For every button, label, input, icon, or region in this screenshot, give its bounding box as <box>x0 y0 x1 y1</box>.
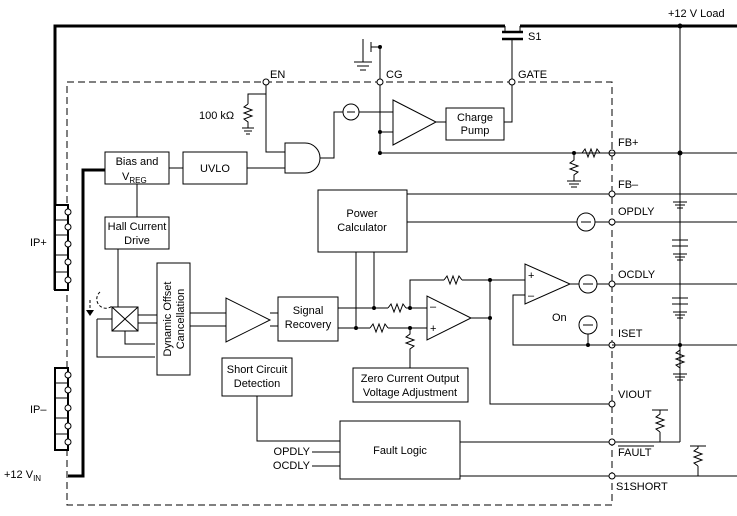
ip-plus-conductor <box>54 204 72 291</box>
power-calculator-line1: Power <box>346 208 378 220</box>
oc-comparator-minus: – <box>528 290 535 302</box>
charge-pump-line2: Pump <box>461 125 490 137</box>
opdly-capacitor <box>672 222 688 261</box>
signal-line2: Recovery <box>285 319 332 331</box>
bias-line2: VREG <box>122 171 147 185</box>
gate-driver-comparator <box>392 99 438 146</box>
oc-comparator-plus: + <box>528 270 534 282</box>
zero-line2: Voltage Adjustment <box>363 387 457 399</box>
hall-line2: Drive <box>124 235 150 247</box>
dynamic-offset-cancellation-block <box>156 262 191 376</box>
zero-current-adjustment-block <box>352 367 469 403</box>
fault-pullup <box>652 409 668 442</box>
en-wire <box>265 85 285 153</box>
ocdly-label: OCDLY <box>618 269 656 281</box>
magnetic-field-icon <box>86 291 113 316</box>
bias-line1: Bias and <box>116 156 159 168</box>
ocdly-pin[interactable] <box>608 280 616 288</box>
short-line1: Short Circuit <box>227 364 288 376</box>
fb-minus-label: FB– <box>618 179 639 191</box>
fb-divider <box>567 147 680 188</box>
fb-plus-label: FB+ <box>618 137 638 149</box>
s1-mosfet <box>502 26 523 80</box>
en-resistor <box>242 85 267 135</box>
cg-capacitor <box>354 39 382 80</box>
charge-pump-block <box>445 107 505 141</box>
iset-wire <box>512 294 612 346</box>
opdly-label: OPDLY <box>618 206 655 218</box>
supply-in-label: +12 VIN <box>4 469 41 483</box>
ip-minus-label: IP– <box>30 404 47 416</box>
cg-label: CG <box>386 69 403 81</box>
en-resistor-value: 100 kΩ <box>199 110 234 122</box>
power-calculator-line2: Calculator <box>337 222 387 234</box>
iset-label: ISET <box>618 328 643 340</box>
opdly-pin[interactable] <box>608 218 616 226</box>
gate-pin[interactable] <box>508 78 516 86</box>
viout-pin[interactable] <box>608 400 616 408</box>
fb-minus-ground <box>673 194 687 209</box>
signal-line1: Signal <box>293 305 324 317</box>
hall-current-drive-block <box>104 216 170 250</box>
signal-wires <box>338 252 492 368</box>
fault-pin[interactable] <box>608 438 616 446</box>
on-label: On <box>552 312 567 324</box>
en-label: EN <box>270 69 285 81</box>
viout-label: VIOUT <box>618 389 652 401</box>
fault-in-opdly: OPDLY <box>274 446 311 458</box>
short-circuit-detection-block <box>221 357 293 397</box>
and-output-wire <box>320 111 343 159</box>
fault-logic-label: Fault Logic <box>373 445 427 457</box>
s1short-pullup <box>690 445 706 476</box>
hall-loop-wire <box>96 319 155 358</box>
op-amp-minus: – <box>430 301 437 313</box>
op-amp-plus: + <box>430 323 436 335</box>
short-line2: Detection <box>234 378 280 390</box>
power-calculator-block <box>317 189 408 253</box>
dyn-line1: Dynamic Offset <box>162 282 174 357</box>
signal-recovery-block <box>277 296 339 342</box>
fault-in-ocdly: OCDLY <box>273 460 311 472</box>
gate-label: GATE <box>518 69 547 81</box>
en-pin[interactable] <box>262 78 270 86</box>
cg-pin[interactable] <box>376 78 384 86</box>
iset-resistor <box>612 343 737 381</box>
short-to-fault-wire <box>256 396 340 442</box>
hall-amplifier <box>225 297 272 343</box>
fault-label: FAULT <box>618 447 652 459</box>
overcurrent-comparator <box>524 263 572 305</box>
fault-logic-block <box>339 420 461 480</box>
charge-pump-line1: Charge <box>457 112 493 124</box>
s1-label: S1 <box>528 31 541 43</box>
s1short-pin[interactable] <box>608 472 616 480</box>
viout-wire <box>489 318 612 405</box>
ip-plus-label: IP+ <box>30 237 47 249</box>
zero-line1: Zero Current Output <box>361 373 459 385</box>
fb-minus-pin[interactable] <box>608 190 616 198</box>
dyn-line2: Cancellation <box>175 289 187 350</box>
s1short-label: S1SHORT <box>616 481 668 493</box>
charge-pump-to-gate <box>504 85 513 123</box>
uvlo-label: UVLO <box>200 163 230 175</box>
output-op-amp <box>426 295 473 341</box>
bias-vreg-block <box>104 151 170 185</box>
ocdly-capacitor <box>672 284 688 319</box>
load-label: +12 V Load <box>668 8 725 20</box>
hall-line1: Hall Current <box>108 221 167 233</box>
uvlo-block <box>182 151 248 185</box>
ip-minus-conductor <box>54 367 72 451</box>
and-gate <box>284 142 321 174</box>
